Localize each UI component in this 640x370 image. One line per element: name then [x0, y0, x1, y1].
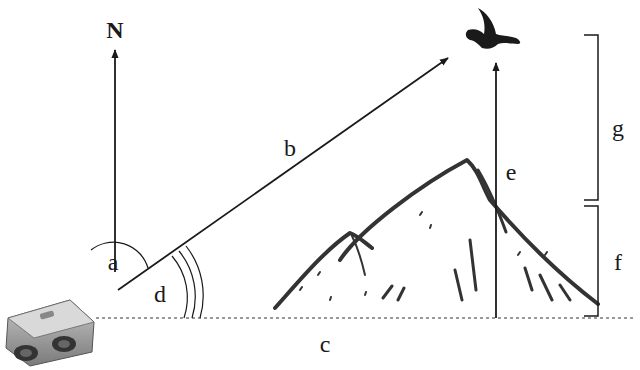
variable-label: e	[506, 160, 517, 184]
north-arrow	[114, 50, 116, 272]
binoculars	[6, 300, 94, 366]
angle-arc	[172, 256, 187, 318]
compass-label: N	[106, 18, 123, 42]
mountains	[275, 160, 598, 308]
ground-line	[96, 317, 636, 318]
height-arrow	[495, 63, 497, 318]
bird-silhouette	[466, 8, 520, 49]
variable-label: a	[108, 250, 119, 274]
angle-arc	[91, 242, 148, 268]
bracket	[584, 206, 598, 316]
variable-label: g	[612, 116, 624, 140]
bracket	[584, 35, 598, 200]
angle-arc	[186, 246, 203, 318]
variable-label: c	[320, 332, 331, 356]
variable-label: d	[154, 282, 166, 306]
angle-arc	[179, 251, 195, 318]
variable-label: b	[284, 136, 296, 160]
variable-label: f	[614, 250, 622, 274]
sight-line	[118, 58, 448, 290]
